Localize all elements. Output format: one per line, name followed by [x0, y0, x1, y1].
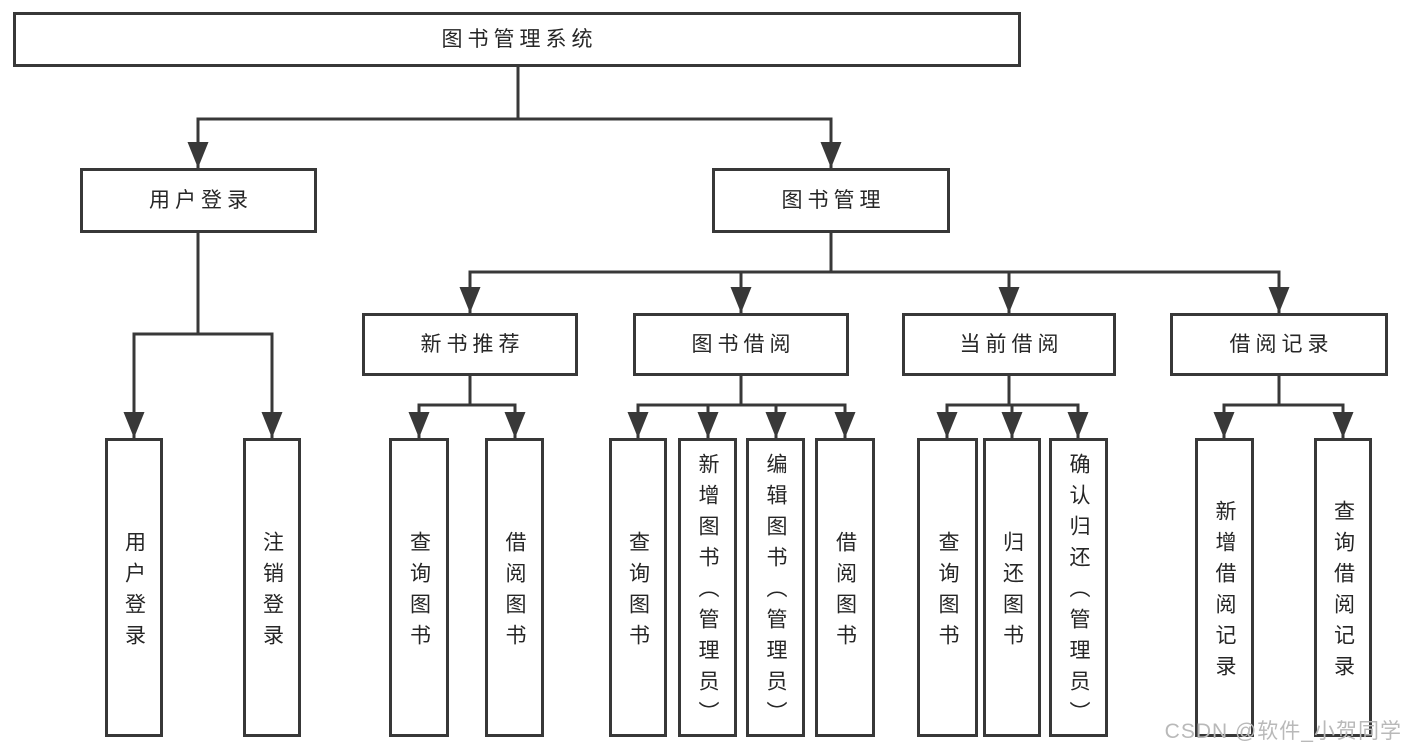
watermark: CSDN @软件_小贺同学	[1164, 720, 1402, 743]
leaf-query-books-recommend: 查询图书	[389, 438, 449, 737]
leaf-confirm-return-admin: 确认归还（管理员）	[1049, 438, 1108, 737]
node-library-system: 图书管理系统	[13, 12, 1021, 67]
leaf-logout: 注销登录	[243, 438, 301, 737]
leaf-return-book: 归还图书	[983, 438, 1041, 737]
leaf-query-books-current: 查询图书	[917, 438, 978, 737]
leaf-query-books-borrow: 查询图书	[609, 438, 667, 737]
leaf-edit-book-admin: 编辑图书（管理员）	[746, 438, 805, 737]
node-borrow-records: 借阅记录	[1170, 313, 1388, 376]
node-book-management: 图书管理	[712, 168, 950, 233]
leaf-add-book-admin: 新增图书（管理员）	[678, 438, 737, 737]
node-book-borrow: 图书借阅	[633, 313, 849, 376]
leaf-borrow-books-recommend: 借阅图书	[485, 438, 544, 737]
leaf-user-login: 用户登录	[105, 438, 163, 737]
node-new-book-recommend: 新书推荐	[362, 313, 578, 376]
leaf-add-borrow-record: 新增借阅记录	[1195, 438, 1254, 737]
leaf-query-borrow-record: 查询借阅记录	[1314, 438, 1372, 737]
node-user-login: 用户登录	[80, 168, 317, 233]
leaf-borrow-books: 借阅图书	[815, 438, 875, 737]
node-current-borrow: 当前借阅	[902, 313, 1116, 376]
